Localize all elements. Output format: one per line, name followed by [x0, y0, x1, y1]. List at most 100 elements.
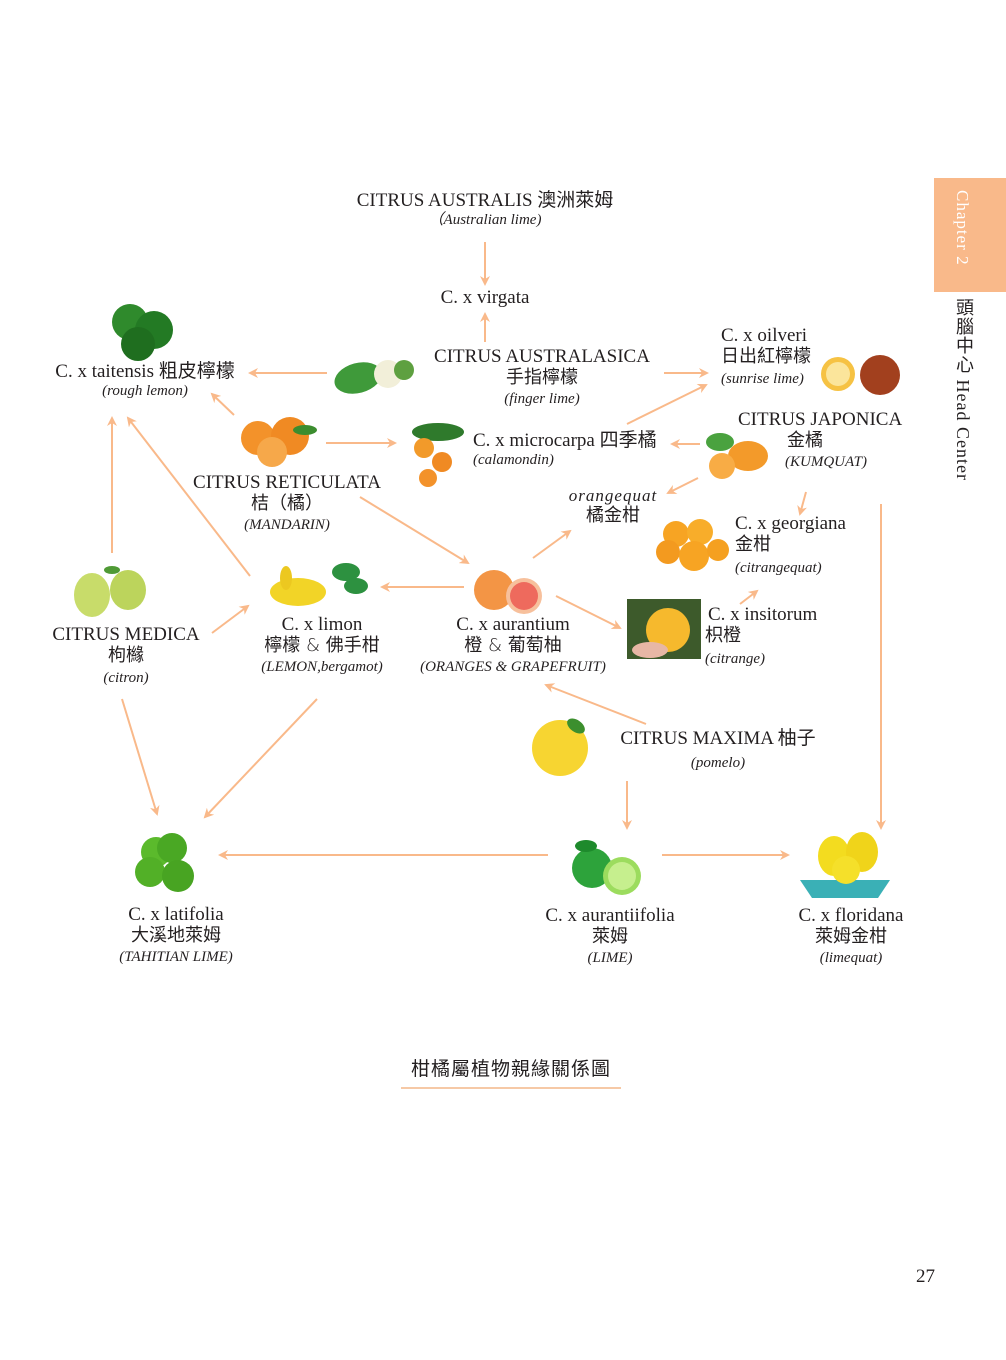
node-label-zh: 萊姆: [592, 925, 628, 947]
node-label-zh: 大溪地萊姆: [131, 924, 221, 946]
node-common-name: (KUMQUAT): [785, 453, 867, 470]
fruit-finger-lime-image: [334, 360, 414, 394]
node-c-x-oilveri: C. x oilveri 日出紅檸檬 (sunrise lime): [721, 325, 811, 388]
arrow-limon-taitensis: [126, 416, 251, 577]
node-label-zh: 橙 & 葡萄柚: [464, 634, 562, 656]
arrow-reticulata-aurantium: [359, 496, 470, 565]
section-title-en: Head Center: [953, 379, 973, 481]
node-citrus-maxima: CITRUS MAXIMA 柚子 (pomelo): [608, 728, 828, 772]
section-title: 頭腦中心 Head Center: [950, 298, 976, 481]
node-label-zh: 手指檸檬: [506, 366, 578, 388]
fruit-lemon-bergamot-image: [270, 563, 368, 606]
node-c-x-microcarpa: C. x microcarpa 四季橘 (calamondin): [473, 430, 657, 469]
node-label: C. x limon: [281, 614, 363, 635]
node-common-name: (citron): [103, 669, 149, 686]
node-common-name: (limequat): [819, 949, 883, 966]
arrow-medica-latifolia: [121, 698, 160, 816]
fruit-lime-image: [572, 840, 641, 895]
fruit-citron-image: [74, 566, 146, 617]
node-common-name: (sunrise lime): [721, 370, 804, 387]
node-c-x-georgiana: C. x georgiana 金柑 (citrangequat): [735, 513, 846, 577]
node-label: C. x oilveri: [721, 325, 808, 346]
node-label: orangequat: [568, 486, 658, 505]
node-c-x-aurantiifolia: C. x aurantiifolia 萊姆 (LIME): [530, 905, 690, 967]
node-label-zh: 桔（橘）: [251, 492, 323, 514]
arrow-limon-latifolia: [203, 698, 318, 819]
node-citrus-australis: CITRUS AUSTRALIS 澳洲萊姆 （Australian lime): [330, 190, 640, 229]
node-citrus-australasica: CITRUS AUSTRALASICA 手指檸檬 (finger lime): [412, 346, 672, 408]
node-citrus-medica: CITRUS MEDICA 枸櫞 (citron): [40, 624, 212, 687]
node-c-x-floridana: C. x floridana 萊姆金柑 (limequat): [776, 905, 926, 967]
node-label: CITRUS JAPONICA: [738, 409, 903, 430]
node-label-zh: 日出紅檸檬: [721, 345, 811, 367]
figure-caption: 柑橘屬植物親緣關係圖: [410, 1058, 611, 1080]
node-common-name: （Australian lime): [428, 211, 542, 228]
fruit-tahitian-lime-image: [135, 833, 194, 892]
arrow-aurantium-insitorum: [555, 595, 622, 629]
fruit-rough-lemon-image: [112, 304, 173, 361]
node-common-name: (citrangequat): [735, 559, 822, 576]
node-label: C. x floridana: [798, 905, 904, 926]
node-label: C. x insitorum: [708, 604, 818, 625]
node-label: CITRUS AUSTRALIS 澳洲萊姆: [356, 190, 614, 211]
node-common-name: (LIME): [587, 949, 633, 966]
fruit-pomelo-image: [532, 718, 588, 776]
page-number: 27: [916, 1266, 935, 1287]
arrow-japonica-orangequat: [666, 477, 699, 494]
fruit-sunrise-lime-image: [821, 355, 900, 395]
fruit-grapefruit-image: [474, 570, 542, 614]
node-common-name: (pomelo): [690, 754, 746, 771]
node-c-x-limon: C. x limon 檸檬 & 佛手柑 (LEMON,bergamot): [244, 614, 400, 676]
arrow-medica-limon: [211, 604, 250, 634]
arrow-maxima-aurantium: [544, 683, 647, 725]
caption-underline: [401, 1087, 621, 1089]
node-label: C. x aurantium: [456, 614, 570, 635]
arrow-insitorum-georgiana: [739, 589, 759, 605]
fruit-citrange-image: [627, 599, 701, 659]
node-label: C. x aurantiifolia: [545, 905, 675, 926]
node-citrus-reticulata: CITRUS RETICULATA 桔（橘） (MANDARIN): [170, 472, 404, 534]
node-label: CITRUS RETICULATA: [193, 472, 381, 493]
fruit-mandarin-image: [241, 417, 317, 467]
arrow-reticulata-taitensis: [210, 392, 235, 416]
node-label-zh: 萊姆金柑: [815, 925, 887, 947]
node-c-x-taitensis: C. x taitensis 粗皮檸檬 (rough lemon): [40, 361, 250, 400]
arrow-microcarpa-oilveri: [626, 384, 708, 425]
node-label-zh: 枸櫞: [108, 644, 144, 666]
node-label: C. x virgata: [440, 287, 530, 308]
node-label: C. x latifolia: [128, 904, 224, 925]
node-common-name: (TAHITIAN LIME): [119, 948, 233, 965]
arrow-japonica-georgiana: [797, 491, 807, 516]
node-common-name: (LEMON,bergamot): [261, 658, 383, 675]
fruit-limequat-image: [800, 832, 890, 898]
chapter-label: Chapter 2: [953, 190, 972, 266]
node-common-name: (calamondin): [473, 451, 554, 468]
node-common-name: (citrange): [705, 650, 765, 667]
node-label-zh: 檸檬 & 佛手柑: [264, 634, 380, 656]
node-label-zh: 金柑: [735, 533, 771, 555]
node-c-x-virgata: C. x virgata: [405, 287, 565, 309]
node-c-x-aurantium: C. x aurantium 橙 & 葡萄柚 (ORANGES & GRAPEF…: [402, 614, 624, 676]
node-citrus-japonica: CITRUS JAPONICA 金橘 (KUMQUAT): [730, 409, 926, 471]
node-label-zh: 枳橙: [705, 624, 741, 646]
arrow-aurantium-orangequat: [532, 529, 572, 559]
fruit-citrangequat-image: [656, 519, 729, 571]
node-label: CITRUS MEDICA: [52, 624, 200, 645]
section-title-zh: 頭腦中心: [953, 298, 974, 374]
node-common-name: (finger lime): [504, 390, 580, 407]
node-label-zh: 橘金柑: [586, 504, 640, 526]
node-label: CITRUS AUSTRALASICA: [434, 346, 650, 367]
node-label-zh: 金橘: [787, 429, 823, 451]
node-common-name: (rough lemon): [102, 382, 188, 399]
node-label: C. x taitensis 粗皮檸檬: [55, 361, 235, 382]
fruit-kumquat-image: [706, 433, 768, 479]
node-label: CITRUS MAXIMA 柚子: [620, 728, 816, 749]
node-orangequat: orangequat 橘金柑: [560, 486, 666, 526]
node-label: C. x georgiana: [735, 513, 846, 534]
node-c-x-insitorum: C. x insitorum 枳橙 (citrange): [705, 604, 817, 668]
chapter-tab: [934, 178, 1006, 292]
node-label: C. x microcarpa 四季橘: [473, 430, 657, 451]
node-common-name: (MANDARIN): [244, 516, 330, 533]
node-common-name: (ORANGES & GRAPEFRUIT): [420, 658, 606, 675]
